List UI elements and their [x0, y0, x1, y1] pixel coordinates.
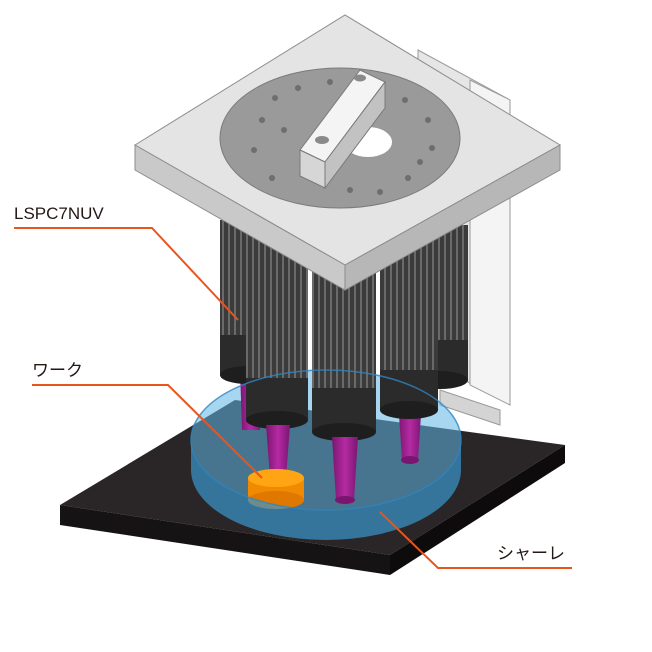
heatsink-column	[380, 240, 438, 419]
heatsink-column	[246, 250, 308, 429]
uv-beams-front	[266, 425, 358, 504]
led-heatsink-array	[220, 220, 468, 441]
callout-line-petri-dish	[379, 511, 572, 569]
top-plate	[134, 14, 561, 291]
callout-line-workpiece	[32, 384, 263, 479]
clamp-bar	[299, 69, 386, 190]
callout-lines	[14, 227, 572, 569]
label-led-unit: LSPC7NUV	[14, 204, 104, 223]
petri-dish-front	[190, 369, 462, 540]
label-workpiece: ワーク	[32, 361, 83, 380]
label-petri-dish: シャーレ	[497, 544, 565, 563]
callout-line-led-unit	[14, 227, 239, 321]
disc-holes	[251, 79, 435, 195]
